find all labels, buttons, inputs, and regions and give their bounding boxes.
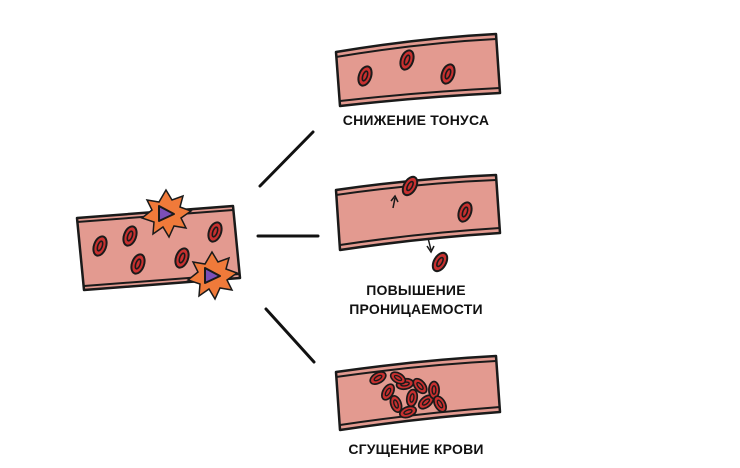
arrow-icon: [426, 237, 435, 254]
label-blood-thickening: СГУЩЕНИЕ КРОВИ: [348, 441, 484, 457]
arrow-icon: [390, 194, 399, 209]
virus-spike-icon: [186, 250, 239, 301]
virus-spike-icon: [140, 188, 193, 239]
vessel-reduced-tone: [334, 32, 502, 108]
connector-line-top: [258, 130, 315, 188]
connector-line-bottom: [264, 307, 316, 364]
label-increased-permeability-line1: ПОВЫШЕНИЕ: [366, 282, 466, 298]
vessel-increased-permeability: [334, 173, 502, 275]
label-reduced-tone: СНИЖЕНИЕ ТОНУСА: [342, 112, 490, 128]
vessel-blood-thickening: [334, 354, 502, 432]
label-increased-permeability-line2: ПРОНИЦАЕМОСТИ: [349, 301, 483, 317]
red-blood-cell: [428, 249, 452, 275]
